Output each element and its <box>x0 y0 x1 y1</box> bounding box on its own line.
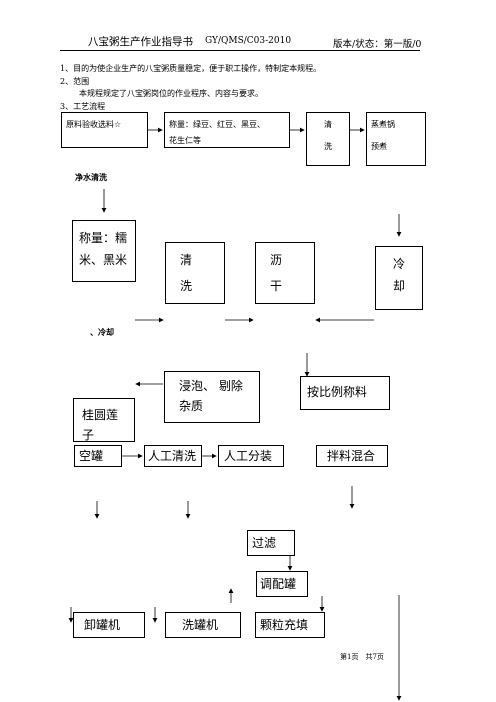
box-mix-label: 拌料混合 <box>327 449 376 463</box>
box-weigh-ratio-label: 按比例称料 <box>307 385 368 399</box>
box-drain: 沥 干 <box>255 242 315 304</box>
box-can-washer-label: 洗罐机 <box>182 618 219 632</box>
box-wash2-a: 清 <box>180 253 193 267</box>
box-filter: 过滤 <box>247 530 295 556</box>
doc-title: 八宝粥生产作业指导书 <box>88 36 193 48</box>
note-clean-water: 净水清洗 <box>75 173 107 182</box>
box-longan-label: 桂圆莲子 <box>82 408 119 442</box>
box-cool-b: 却 <box>392 279 405 293</box>
box-drain-b: 干 <box>270 279 283 293</box>
box-soak: 浸泡、 剔除杂质 <box>164 371 260 423</box>
box-weigh-ratio: 按比例称料 <box>300 376 390 410</box>
note-cool: 、冷却 <box>90 328 114 337</box>
box-steam-b: 预煮 <box>371 142 387 151</box>
box-weigh-rice: 称量：糯米、黑米 <box>72 220 136 282</box>
box-unloader-label: 卸罐机 <box>84 618 121 632</box>
box-weigh-beans: 称量：绿豆、红豆、黑豆、 花生仁等 <box>164 112 290 148</box>
box-manual-split: 人工分装 <box>218 445 284 467</box>
box-cool-a: 冷 <box>392 257 405 271</box>
box-wash2: 清 洗 <box>165 242 225 304</box>
scope-text: 本规程规定了八宝粥岗位的作业程序、内容与要求。 <box>79 89 263 98</box>
box-cool: 冷 却 <box>375 246 423 310</box>
page-number: 第1页 共7页 <box>340 653 384 661</box>
box-manual-split-label: 人工分装 <box>224 449 273 463</box>
box-soak-label: 浸泡、 剔除杂质 <box>179 379 243 413</box>
box-steam-a: 蒸煮锅 <box>371 120 395 129</box>
doc-code: GY/QMS/C03-2010 <box>205 36 292 46</box>
box-manual-wash: 人工清洗 <box>144 445 202 467</box>
box-manual-wash-label: 人工清洗 <box>148 449 197 463</box>
process-heading: 3、工艺流程 <box>60 102 106 111</box>
box-wash1-a: 清 <box>324 120 332 129</box>
purpose-line: 1、目的为使企业生产的八宝粥质量稳定，便于职工操作，特制定本规程。 <box>60 64 322 73</box>
box-can-washer: 洗罐机 <box>165 612 241 638</box>
box-blend: 调配罐 <box>256 571 308 597</box>
box-weigh-beans-label: 称量：绿豆、红豆、黑豆、 <box>169 120 265 129</box>
box-wash1: 清 洗 <box>306 112 350 166</box>
box-inspect-label: 原料验收选料☆ <box>66 120 122 129</box>
box-blend-label: 调配罐 <box>260 577 297 591</box>
box-granule-fill-label: 颗粒充填 <box>260 618 309 632</box>
box-steam: 蒸煮锅 预煮 <box>366 112 426 166</box>
box-filter-label: 过滤 <box>252 536 277 550</box>
box-empty-can: 空罐 <box>74 445 122 467</box>
box-weigh-rice-label: 称量：糯米、黑米 <box>79 231 128 267</box>
box-weigh-beans-label-2: 花生仁等 <box>169 136 201 145</box>
box-granule-fill: 颗粒充填 <box>255 612 325 638</box>
box-drain-a: 沥 <box>270 253 283 267</box>
doc-version: 版本/状态：第一版/0 <box>333 39 422 50</box>
box-inspect: 原料验收选料☆ <box>61 112 148 148</box>
box-wash1-b: 洗 <box>324 142 332 151</box>
box-wash2-b: 洗 <box>180 279 193 293</box>
scope-heading: 2、范围 <box>60 77 90 86</box>
header-rule <box>60 50 420 51</box>
box-empty-can-label: 空罐 <box>79 449 104 463</box>
box-longan: 桂圆莲子 <box>73 398 135 442</box>
box-mix: 拌料混合 <box>316 445 388 467</box>
box-unloader: 卸罐机 <box>73 612 145 638</box>
